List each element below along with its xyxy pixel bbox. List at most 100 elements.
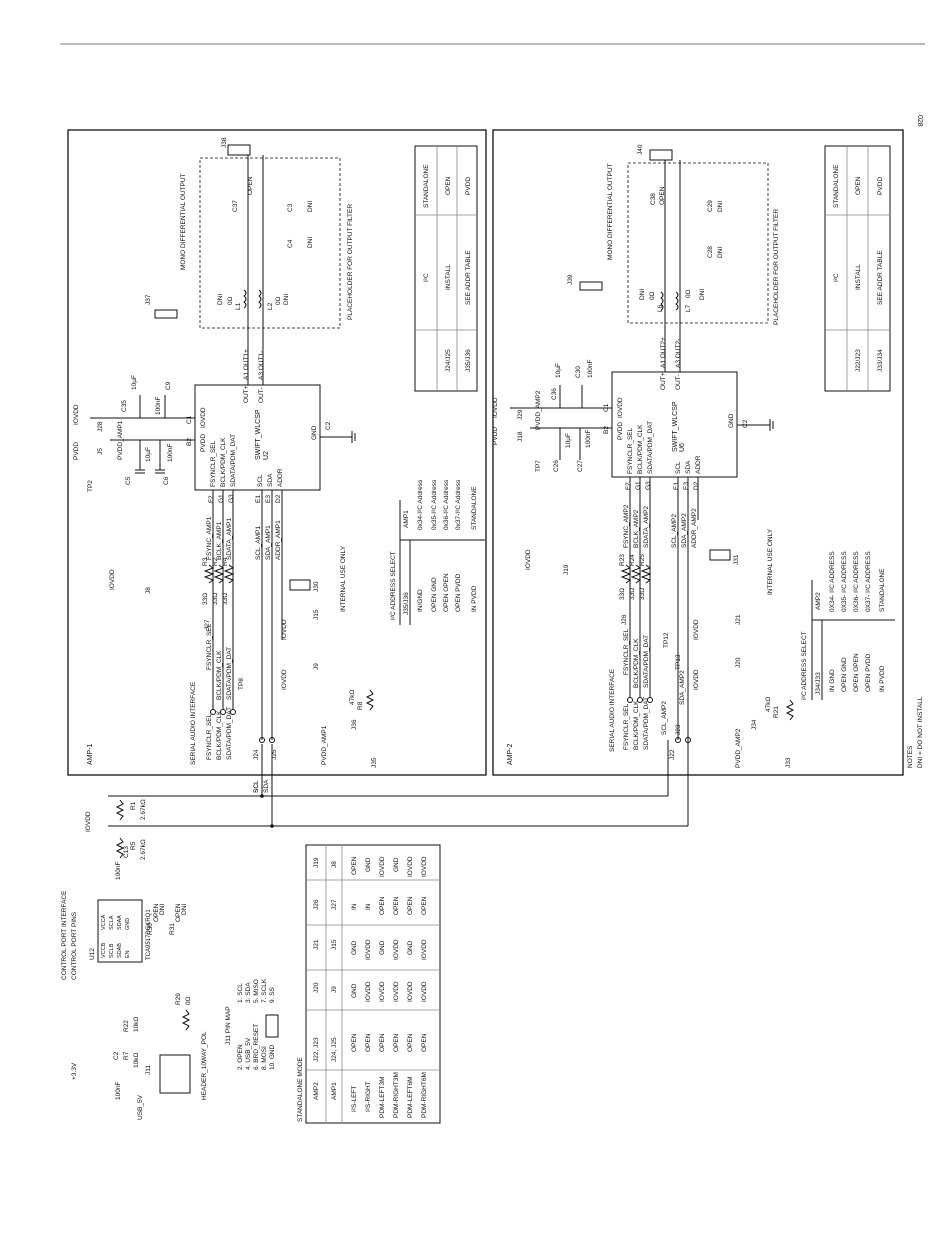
amp1-mode-h-sa: STANDALONE — [423, 164, 430, 208]
amp2-addr-r5b: STANDALONE — [879, 568, 886, 612]
amp2-net-sdata: SDATA_AMP2 — [643, 506, 650, 548]
amp1-l2: L2 — [267, 302, 274, 310]
amp1-r8-val: 47kΩ — [349, 690, 356, 705]
u12-pin-gnd: GND — [125, 918, 131, 930]
amp1-pin-fsync: FSYNCLR_SEL — [210, 440, 217, 487]
amp1-tp2: TP2 — [87, 480, 94, 492]
amp1-c4-val: DNI — [307, 237, 314, 248]
amp2-j39: J39 — [567, 274, 574, 285]
amp1-ball-d2: D2 — [275, 494, 282, 503]
amp2-j31: J31 — [733, 554, 740, 565]
amp1-pin-bclk: BCLK/PDM_CLK — [220, 437, 227, 487]
control-scl: SCL — [253, 780, 260, 793]
amp1-lbl-bclk-in: BCLK/PDM_CLK — [216, 710, 223, 760]
amp2-net-fsync: FSYNC_AMP2 — [623, 504, 630, 548]
amp2-lbl-sda-amp: SDA_AMP2 — [679, 670, 686, 705]
amp1-r3: R3 — [202, 557, 209, 566]
amp2-lbl-fsync-in: FSYNCLR_SEL — [623, 703, 630, 750]
amp2-addr-h1: J34/J33 — [815, 672, 822, 695]
amp2-c28: C28 — [707, 246, 714, 258]
amp1-pin-outp: OUT+ — [243, 385, 250, 403]
pinmap-3: 3. SDA — [245, 982, 252, 1003]
amp1-j8: J8 — [145, 587, 152, 594]
amp2-net-scl: SCL_AMP2 — [671, 514, 678, 548]
amp1-j35: J35 — [371, 757, 378, 768]
amp1-pin-gnd: GND — [311, 425, 318, 440]
amp1-ball-b2: B2 — [186, 438, 193, 446]
sa-r3c5: IOVDD — [379, 856, 386, 877]
amp2-out-net-p: A1 OUT2+ — [660, 337, 667, 368]
control-r22: R22 — [123, 1020, 130, 1032]
amp2-j22: J22 — [669, 749, 676, 760]
amp2-pin-iovdd: IOVDD — [617, 397, 624, 418]
amp1-r8: R8 — [357, 701, 364, 710]
amp1-pvdd-amp-top: PVDD_AMP1 — [117, 420, 124, 460]
amp2-mode-h-sa: STANDALONE — [833, 164, 840, 208]
amp1-mode-r1c1: J24/J25 — [445, 349, 452, 372]
control-v33: +3.3V — [71, 1062, 78, 1080]
control-title1: CONTROL PORT INTERFACE — [61, 890, 68, 980]
amp2-r25: R25 — [639, 554, 646, 566]
u12-pin-en: EN — [125, 950, 131, 958]
sa-h-j24: J24, J25 — [331, 1037, 338, 1062]
amp1-net-sdata: SDATA_AMP1 — [226, 518, 233, 560]
amp1-pvdd-label: PVDD — [73, 442, 80, 460]
sa-r1c4: IN — [351, 903, 358, 910]
pinmap-2: 2. OPEN — [237, 1044, 244, 1070]
amp2-addr-r2a: OPEN GND — [841, 657, 848, 692]
amp2-c30-val: 100nF — [587, 360, 594, 378]
amp1-addr-r5b: STANDALONE — [471, 486, 478, 530]
amp2-addr-title: I²C ADDRESS SELECT — [801, 631, 808, 700]
sa-r3c1: OPEN — [379, 1033, 386, 1052]
amp2-addr-h2: AMP2 — [815, 592, 822, 610]
amp2-c26-val: 10µF — [565, 433, 572, 448]
sa-h-j20: J20 — [313, 982, 320, 993]
amp2-lbl-scl-amp: SCL_AMP2 — [661, 701, 668, 735]
amp2-tp13: TP13 — [675, 654, 682, 670]
amp2-lbl-sdata-in: SDATA/PDM_DAT — [643, 697, 650, 750]
amp1-j36: J36 — [351, 719, 358, 730]
sa-r1c3: GND — [351, 940, 358, 955]
sa-title: STANDALONE MODE — [297, 1056, 304, 1122]
amp2-j34: J34 — [751, 719, 758, 730]
amp2-c38: C38 — [650, 193, 657, 205]
amp2-mode-table: I²C STANDALONE J22/J23 INSTALL OPEN J33/… — [824, 145, 891, 392]
amp2-pvdd-amp-top: PVDD_AMP2 — [535, 390, 542, 430]
amp2-j29: J29 — [517, 409, 524, 420]
amp1-net-bclk: BCLK_AMP1 — [216, 521, 223, 560]
amp1-dni-l1: DNI — [217, 294, 224, 305]
amp1-filter-label: PLACEHOLDER FOR OUTPUT FILTER — [347, 204, 354, 320]
sa-h-j21: J21 — [313, 939, 320, 950]
amp2-addr-table: I²C ADDRESS SELECT J34/J33 AMP2 IN GND 0… — [801, 551, 895, 700]
control-r30-val: OPEN — [153, 903, 160, 922]
amp1-addr-r1a: IN/GND — [417, 589, 424, 612]
amp2-addr-r2b: 0X35- I²C ADDRESS — [841, 551, 848, 612]
amp1-c37-val: OPEN — [247, 176, 254, 195]
amp1-scl-out: SCL — [253, 780, 260, 793]
amp1-c6: C6 — [163, 476, 170, 485]
sa-r6c3: IOVDD — [421, 939, 428, 960]
amp2-lbl-sdata-sel: SDATA/PDM_DAT — [643, 635, 650, 688]
amp1-mode-r1c2: INSTALL — [445, 264, 452, 290]
amp1-net-addr: ADDR_AMP1 — [275, 520, 282, 560]
amp1-dni-l2: DNI — [283, 294, 290, 305]
control-r7-val: 10kΩ — [133, 1053, 140, 1068]
u12-pin-sclb: SCLB — [109, 943, 115, 958]
amp1-c35: C35 — [121, 400, 128, 412]
control-j11: J11 — [145, 1065, 152, 1075]
sa-h-amp2: AMP2 — [313, 1082, 320, 1100]
amp2-ic-u6 — [611, 371, 738, 478]
amp1-l1-val: 0Ω — [227, 296, 234, 305]
amp1-ball-e1: E1 — [255, 495, 262, 503]
control-r29: R29 — [175, 993, 182, 1005]
control-r5: R5 — [130, 841, 137, 850]
notes-line1: DNI = DO NOT INSTALL — [917, 696, 924, 768]
amp2-j21: J21 — [735, 614, 742, 625]
amp1-j28: J28 — [97, 421, 104, 432]
sa-r3c3: GND — [379, 940, 386, 955]
amp2-r21: R21 — [773, 706, 780, 718]
amp1-j25: J25 — [271, 749, 278, 760]
amp1-c4: C4 — [287, 239, 294, 248]
amp1-mode-r1c3: OPEN — [445, 176, 452, 195]
